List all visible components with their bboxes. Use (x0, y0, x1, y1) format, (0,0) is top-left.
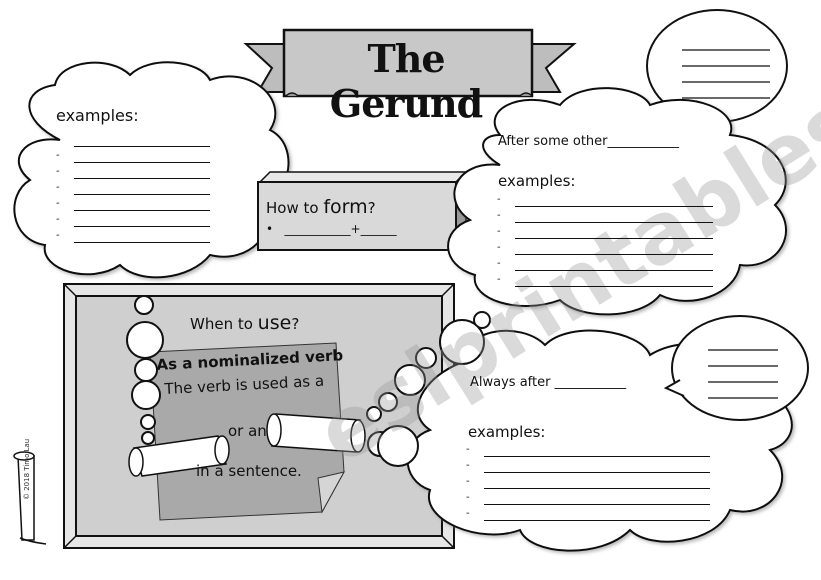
dash-bullet: - (466, 444, 470, 455)
blank-line (74, 146, 210, 147)
form-suffix: ? (367, 199, 376, 217)
blank-line (74, 210, 210, 211)
dash-bullet: - (466, 460, 470, 471)
dash-bullet: - (56, 182, 60, 193)
dash-bullet: - (497, 210, 501, 221)
blank-scroll-2 (266, 413, 366, 453)
dash-bullet: - (497, 258, 501, 269)
form-question: How to form? (266, 196, 376, 218)
dash-bullet: - (466, 492, 470, 503)
left-examples-heading: examples: (56, 106, 139, 125)
blank-line (74, 226, 210, 227)
example-line: - (497, 194, 715, 210)
after-heading: After some other___________ (498, 134, 680, 149)
dash-bullet: - (56, 198, 60, 209)
use-prefix: When to (190, 315, 258, 333)
dash-bullet: - (497, 194, 501, 205)
form-box (257, 170, 468, 252)
thought-bubbles-left (126, 295, 164, 445)
mid-right-speech-bubble (663, 315, 809, 421)
right-bottom-examples-heading: examples: (468, 423, 546, 441)
example-line: - (56, 198, 212, 214)
example-line: - (466, 476, 712, 492)
always-after-heading: Always after ___________ (470, 375, 627, 390)
title-banner (243, 28, 577, 98)
example-line: - (497, 274, 715, 290)
dash-bullet: - (497, 274, 501, 285)
blank-line (74, 178, 210, 179)
example-line: - (56, 150, 212, 166)
example-line: - (497, 210, 715, 226)
example-line: - (56, 134, 212, 150)
sticky-note (149, 342, 345, 521)
blank-line (484, 504, 710, 505)
form-formula-row: • ___________+______ (266, 222, 397, 236)
thought-bubbles-right (366, 311, 491, 467)
blank-line (515, 238, 713, 239)
example-line: - (466, 508, 712, 524)
blank-line (74, 194, 210, 195)
example-line: - (56, 182, 212, 198)
right-top-examples-heading: examples: (498, 172, 576, 190)
dash-bullet: - (56, 230, 60, 241)
dash-bullet: - (56, 214, 60, 225)
example-line: - (56, 214, 212, 230)
dash-bullet: - (466, 476, 470, 487)
example-line: - (56, 166, 212, 182)
blank-line (484, 520, 710, 521)
dash-bullet: - (497, 226, 501, 237)
blank-line (484, 456, 710, 457)
blank-line (484, 488, 710, 489)
blank-line (484, 472, 710, 473)
example-line: - (56, 230, 212, 246)
blank-line (515, 222, 713, 223)
page-title: The Gerund (329, 36, 483, 126)
blank-scroll-1 (128, 435, 230, 477)
blank-line (515, 270, 713, 271)
dash-bullet: - (497, 242, 501, 253)
blank-line (515, 286, 713, 287)
dash-bullet: - (56, 150, 60, 161)
example-line: - (466, 444, 712, 460)
blank-line (515, 254, 713, 255)
blank-line (515, 206, 713, 207)
copyright-scroll (13, 451, 47, 545)
dash-bullet: - (56, 166, 60, 177)
example-line: - (466, 460, 712, 476)
example-line: - (497, 258, 715, 274)
dash-bullet: - (466, 508, 470, 519)
form-prefix: How to (266, 199, 324, 217)
example-line: - (466, 492, 712, 508)
dash-bullet: - (56, 134, 60, 145)
right-top-cloud (447, 87, 787, 316)
example-line: - (497, 242, 715, 258)
use-suffix: ? (291, 315, 300, 333)
use-keyword: use (257, 312, 292, 334)
copyright-text: © 2018 Timo Lau (23, 438, 31, 500)
use-question: When to use? (190, 312, 299, 334)
blank-line (74, 162, 210, 163)
note-line-3: in a sentence. (196, 462, 302, 480)
note-or: or an (228, 422, 267, 440)
form-keyword: form (323, 196, 368, 218)
blank-line (74, 242, 210, 243)
bullet-icon: • (266, 222, 274, 236)
form-formula: ___________+______ (284, 222, 397, 236)
example-line: - (497, 226, 715, 242)
